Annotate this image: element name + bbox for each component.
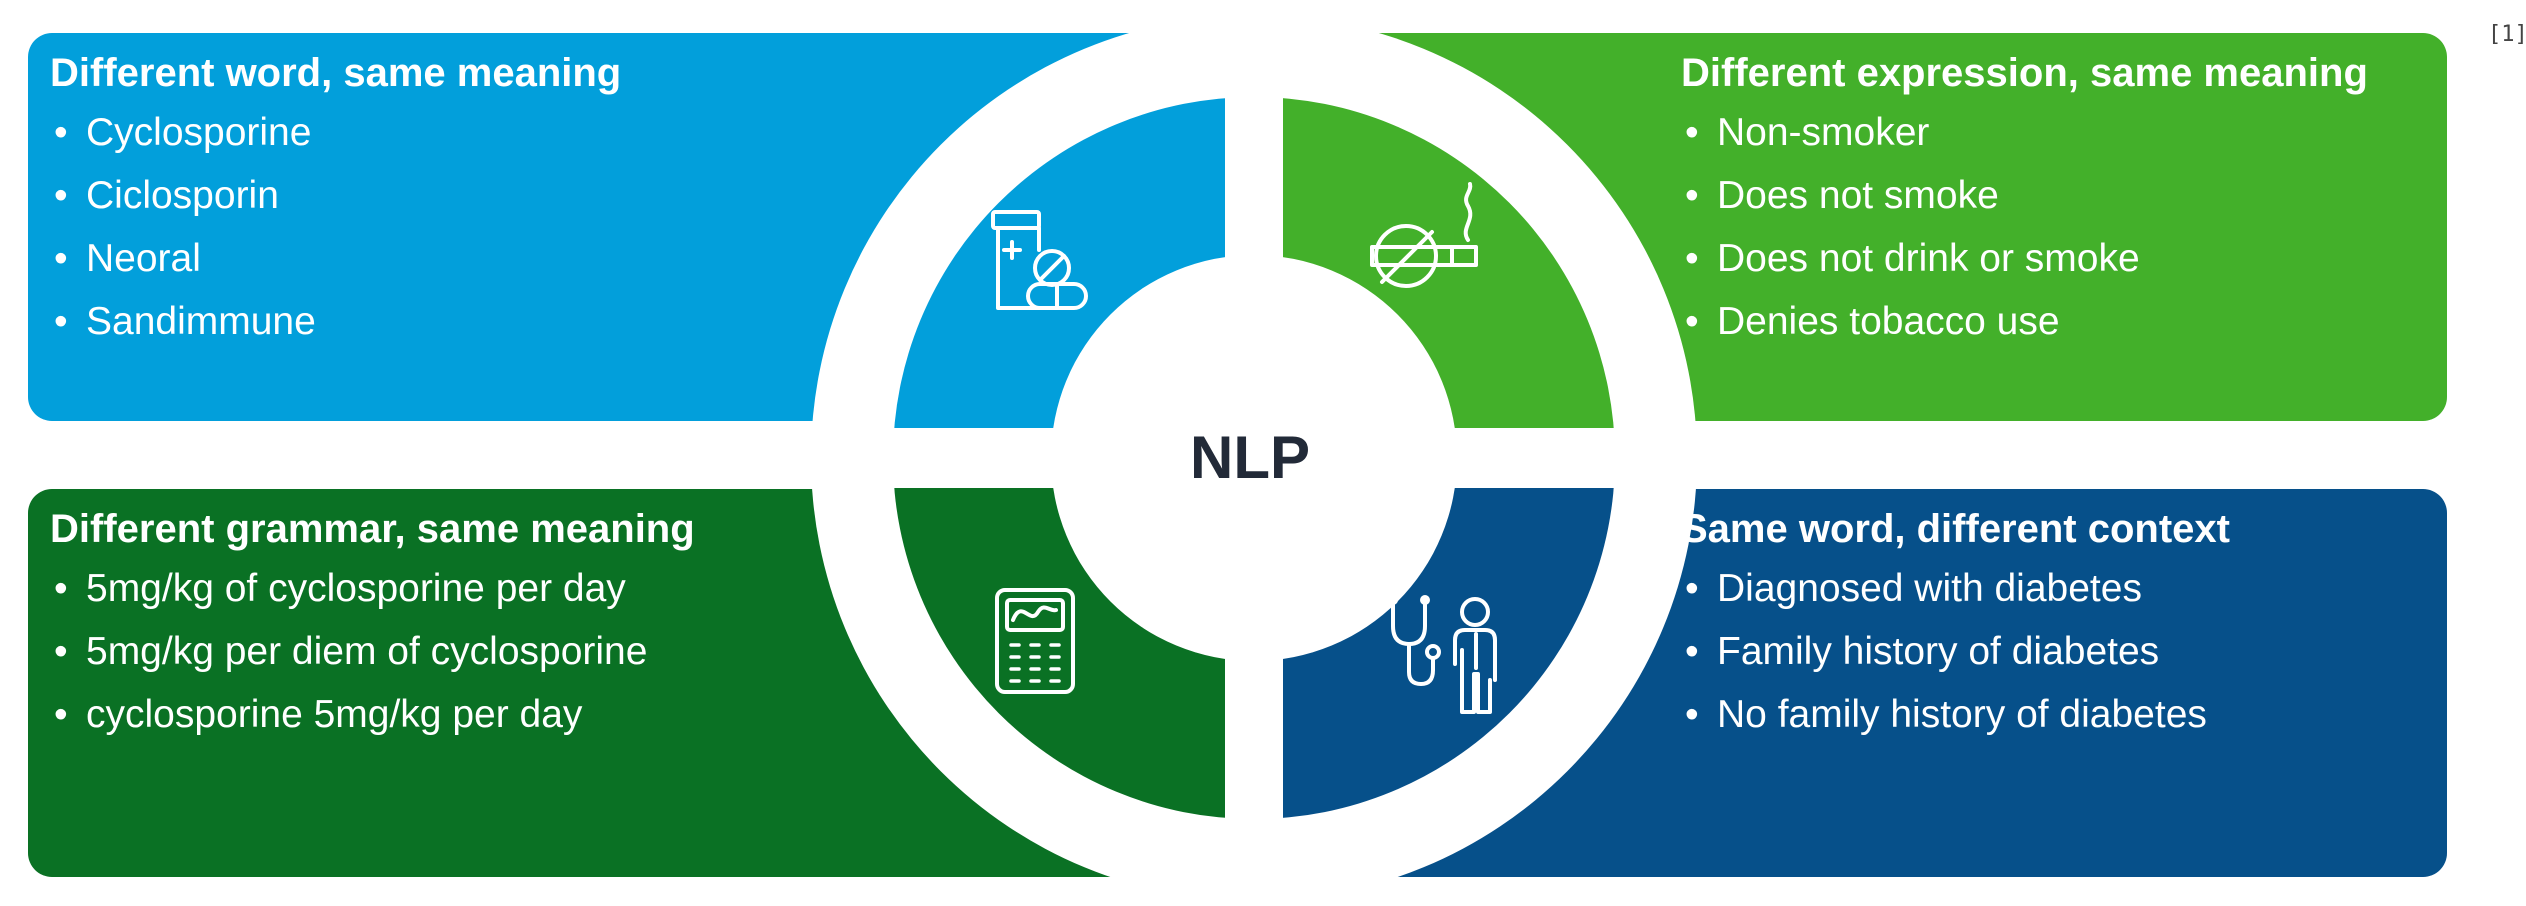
- panel-list: 5mg/kg of cyclosporine per day 5mg/kg pe…: [50, 557, 647, 746]
- list-item: Non-smoker: [1681, 101, 2140, 164]
- panel-list: Diagnosed with diabetes Family history o…: [1681, 557, 2207, 746]
- list-item: Neoral: [50, 227, 316, 290]
- panel-title: Same word, different context: [1681, 507, 2230, 551]
- medical-monitor-icon: [995, 588, 1075, 694]
- reference-marker: [1]: [2488, 22, 2526, 47]
- list-item: Does not drink or smoke: [1681, 227, 2140, 290]
- list-item: Sandimmune: [50, 290, 316, 353]
- list-item: 5mg/kg of cyclosporine per day: [50, 557, 647, 620]
- list-item: Family history of diabetes: [1681, 620, 2207, 683]
- list-item: cyclosporine 5mg/kg per day: [50, 683, 647, 746]
- panel-list: Non-smoker Does not smoke Does not drink…: [1681, 101, 2140, 353]
- no-smoking-icon: [1370, 182, 1478, 288]
- list-item: Does not smoke: [1681, 164, 2140, 227]
- center-label: NLP: [1190, 424, 1310, 491]
- medicine-bottle-pills-icon: [991, 210, 1088, 310]
- panel-title: Different word, same meaning: [50, 51, 622, 95]
- list-item: Cyclosporine: [50, 101, 316, 164]
- list-item: Ciclosporin: [50, 164, 316, 227]
- panel-list: Cyclosporine Ciclosporin Neoral Sandimmu…: [50, 101, 316, 353]
- list-item: No family history of diabetes: [1681, 683, 2207, 746]
- list-item: 5mg/kg per diem of cyclosporine: [50, 620, 647, 683]
- list-item: Diagnosed with diabetes: [1681, 557, 2207, 620]
- panel-title: Different grammar, same meaning: [50, 507, 695, 551]
- panel-title: Different expression, same meaning: [1681, 51, 2368, 95]
- list-item: Denies tobacco use: [1681, 290, 2140, 353]
- center-circle: [1051, 255, 1457, 661]
- doctor-stethoscope-icon: [1388, 595, 1497, 714]
